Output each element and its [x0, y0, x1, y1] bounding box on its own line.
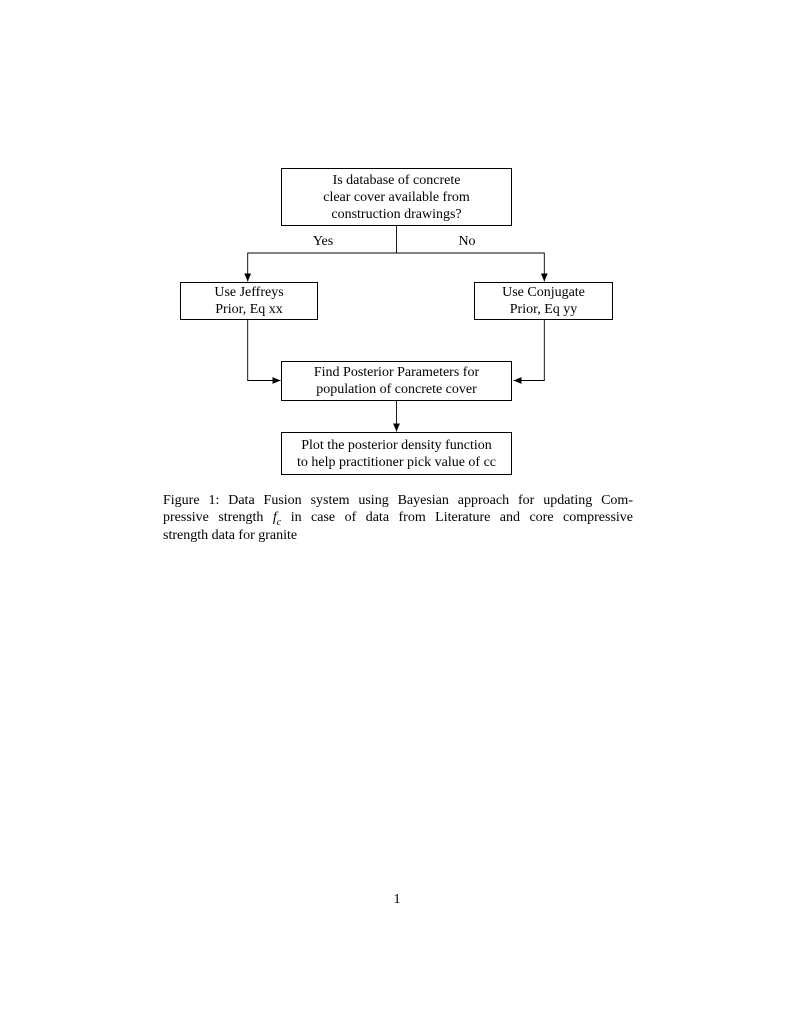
node-plot-line-2: to help practitioner pick value of cc: [296, 454, 497, 470]
node-conjugate-line-2: Prior, Eq yy: [509, 302, 578, 317]
node-jeffreys-line-1: Use Jeffreys: [214, 285, 284, 300]
caption-line-3: strength data for granite: [163, 527, 633, 544]
edge-label-yes: Yes: [312, 234, 334, 249]
node-decision: Is database of concrete clear cover avai…: [281, 168, 512, 226]
edge-label-no: No: [458, 234, 476, 249]
node-jeffreys-line-2: Prior, Eq xx: [215, 302, 283, 317]
node-decision-line-1: Is database of concrete: [332, 172, 461, 188]
caption-line-2-post: in case of data from Literature and core…: [281, 510, 633, 526]
math-fc-subscript: c: [276, 517, 282, 529]
caption-line-1: Figure 1: Data Fusion system using Bayes…: [163, 492, 633, 509]
node-jeffreys-prior: Use Jeffreys Prior, Eq xx: [180, 282, 318, 320]
node-posterior-line-2: population of concrete cover: [316, 382, 477, 397]
math-fc-symbol: f: [272, 510, 277, 526]
node-decision-line-3: construction drawings?: [331, 206, 462, 222]
node-posterior-line-1: Find Posterior Parameters for: [313, 365, 480, 380]
node-decision-line-2: clear cover available from: [323, 189, 470, 205]
node-plot-posterior: Plot the posterior density function to h…: [281, 432, 512, 475]
node-conjugate-line-1: Use Conjugate: [502, 285, 585, 300]
node-plot-line-1: Plot the posterior density function: [301, 437, 492, 453]
caption-line-3-text: strength data for granite: [163, 527, 298, 543]
caption-line-1-text: Figure 1: Data Fusion system using Bayes…: [163, 493, 633, 508]
figure-caption: Figure 1: Data Fusion system using Bayes…: [163, 492, 633, 544]
caption-line-2: pressive strength fc in case of data fro…: [163, 509, 633, 529]
page-number: 1: [393, 892, 401, 907]
node-conjugate-prior: Use Conjugate Prior, Eq yy: [474, 282, 613, 320]
node-posterior-parameters: Find Posterior Parameters for population…: [281, 361, 512, 401]
caption-line-2-pre: pressive strength: [163, 510, 273, 526]
